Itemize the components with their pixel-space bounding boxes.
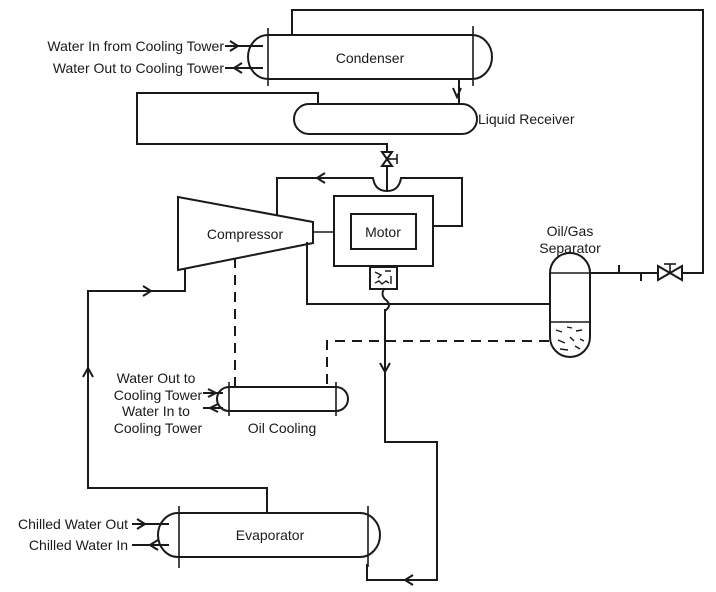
condenser: Condenser: [247, 26, 493, 86]
condenser-water-in-label: Water In from Cooling Tower: [47, 38, 224, 54]
oil-water-in-label-1: Water In to: [122, 403, 190, 419]
flow-arrow-icon: [403, 574, 414, 586]
pipe-motor-cooling-loop: [276, 177, 463, 227]
evaporator: Evaporator: [157, 506, 381, 568]
oil-cooling-label: Oil Cooling: [248, 420, 316, 436]
pipe-evaporator-to-compressor: [87, 268, 268, 514]
oil-cooler: Oil Cooling: [216, 382, 349, 436]
motor-housing: Motor: [333, 195, 434, 267]
flow-arrow-icon: [207, 388, 219, 398]
pipe-oil-supply: [366, 287, 438, 581]
liquid-receiver: Liquid Receiver: [293, 103, 575, 135]
liquid-receiver-label: Liquid Receiver: [478, 111, 575, 127]
globe-valve-icon: [657, 263, 683, 282]
oil-cooler-water-connections: Water Out to Cooling Tower Water In to C…: [114, 370, 223, 436]
pipe-compressor-to-separator: [306, 242, 550, 305]
chilled-water-out-label: Chilled Water Out: [18, 516, 128, 532]
flow-arrow-icon: [379, 362, 391, 375]
pipe-receiver-to-valve: [136, 92, 388, 153]
oil-water-out-label-1: Water Out to: [117, 370, 196, 386]
compressor: Compressor: [177, 195, 314, 272]
flow-arrow-icon: [82, 365, 94, 378]
oil-line-separator-to-cooler: [326, 340, 549, 386]
compressor-label: Compressor: [207, 226, 284, 242]
flow-arrow-icon: [207, 403, 219, 413]
separator-label-line2: Separator: [539, 240, 601, 256]
oil-water-in-label-2: Cooling Tower: [114, 420, 203, 436]
check-valve-icon: [618, 265, 642, 281]
condenser-water-out-label: Water Out to Cooling Tower: [53, 60, 225, 76]
chilled-water-in-label: Chilled Water In: [29, 537, 128, 553]
oil-gas-separator: Oil/Gas Separator: [539, 223, 601, 358]
evaporator-label: Evaporator: [236, 527, 305, 543]
flow-arrow-icon: [136, 518, 147, 530]
flow-arrow-icon: [229, 40, 240, 52]
evaporator-water-connections: Chilled Water Out Chilled Water In: [18, 516, 169, 553]
motor-label: Motor: [365, 224, 401, 240]
separator-label-line1: Oil/Gas: [547, 223, 594, 239]
flow-arrow-icon: [452, 87, 462, 100]
condenser-label: Condenser: [336, 50, 405, 66]
flow-arrow-icon: [148, 539, 159, 551]
condenser-water-connections: Water In from Cooling Tower Water Out to…: [47, 38, 263, 76]
flow-arrow-icon: [232, 62, 243, 74]
flow-arrow-icon: [142, 285, 153, 297]
expansion-valve-icon: [380, 151, 398, 167]
oil-pump-icon: [369, 266, 398, 290]
flow-arrow-icon: [315, 172, 326, 184]
oil-water-out-label-2: Cooling Tower: [114, 387, 203, 403]
